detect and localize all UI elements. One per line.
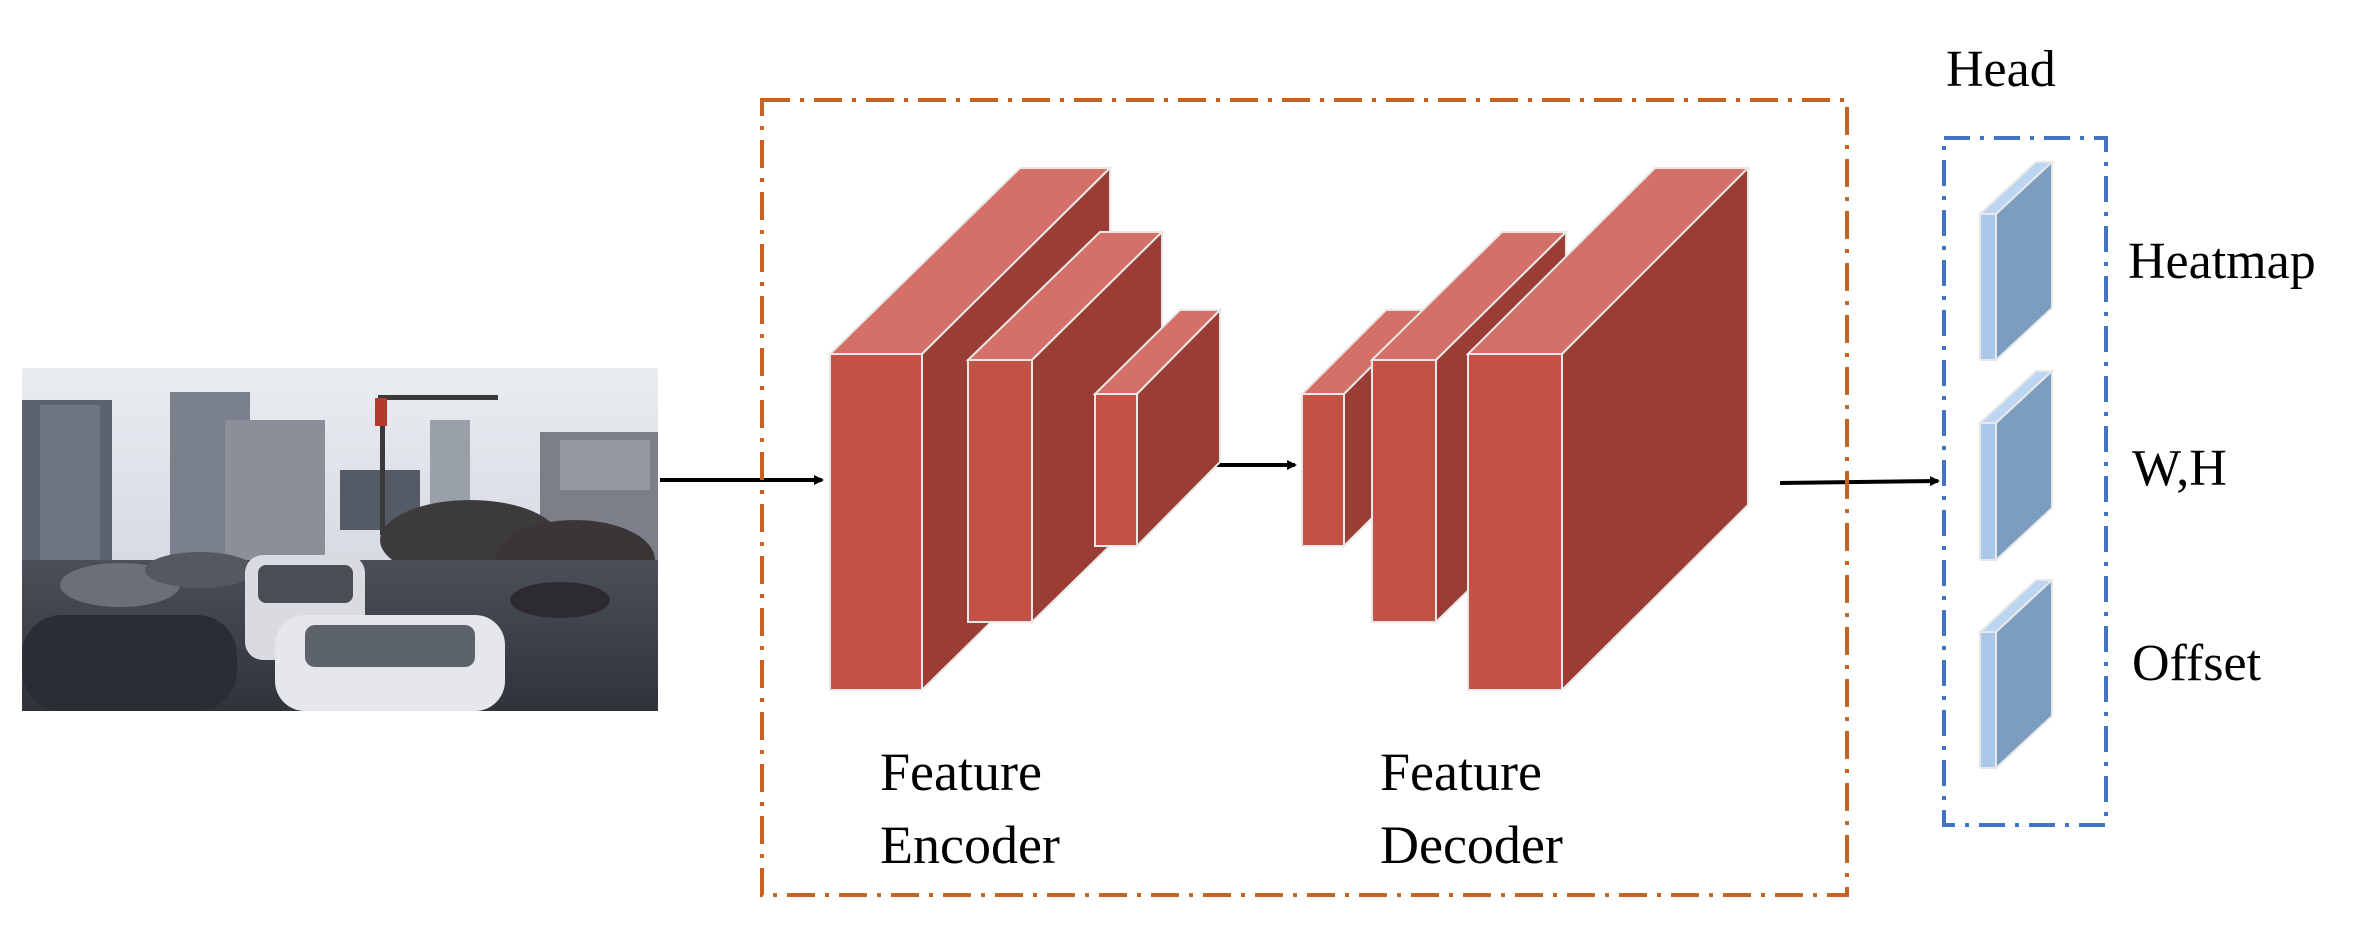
head-dashed-box: [1942, 136, 2108, 827]
backbone-dashed-box: [760, 98, 1849, 897]
encoder-label-line2: Encoder: [880, 815, 1060, 875]
input-image: [22, 368, 658, 711]
decoder-block-3: [1465, 165, 1751, 693]
head-slab-offset: [1977, 577, 2055, 771]
wh-label: W,H: [2132, 440, 2227, 497]
encoder-label-line1: Feature: [880, 742, 1042, 802]
offset-label: Offset: [2132, 635, 2262, 692]
head-slab-heatmap: [1977, 159, 2055, 363]
decoder-label-line1: Feature: [1380, 742, 1542, 802]
arrow-decoder-to-head: [1779, 476, 1940, 487]
decoder-label-line2: Decoder: [1380, 815, 1563, 875]
head-title: Head: [1946, 41, 2056, 98]
encoder-block-3: [1092, 307, 1223, 549]
head-slab-wh: [1977, 368, 2055, 563]
heatmap-label: Heatmap: [2128, 233, 2316, 290]
